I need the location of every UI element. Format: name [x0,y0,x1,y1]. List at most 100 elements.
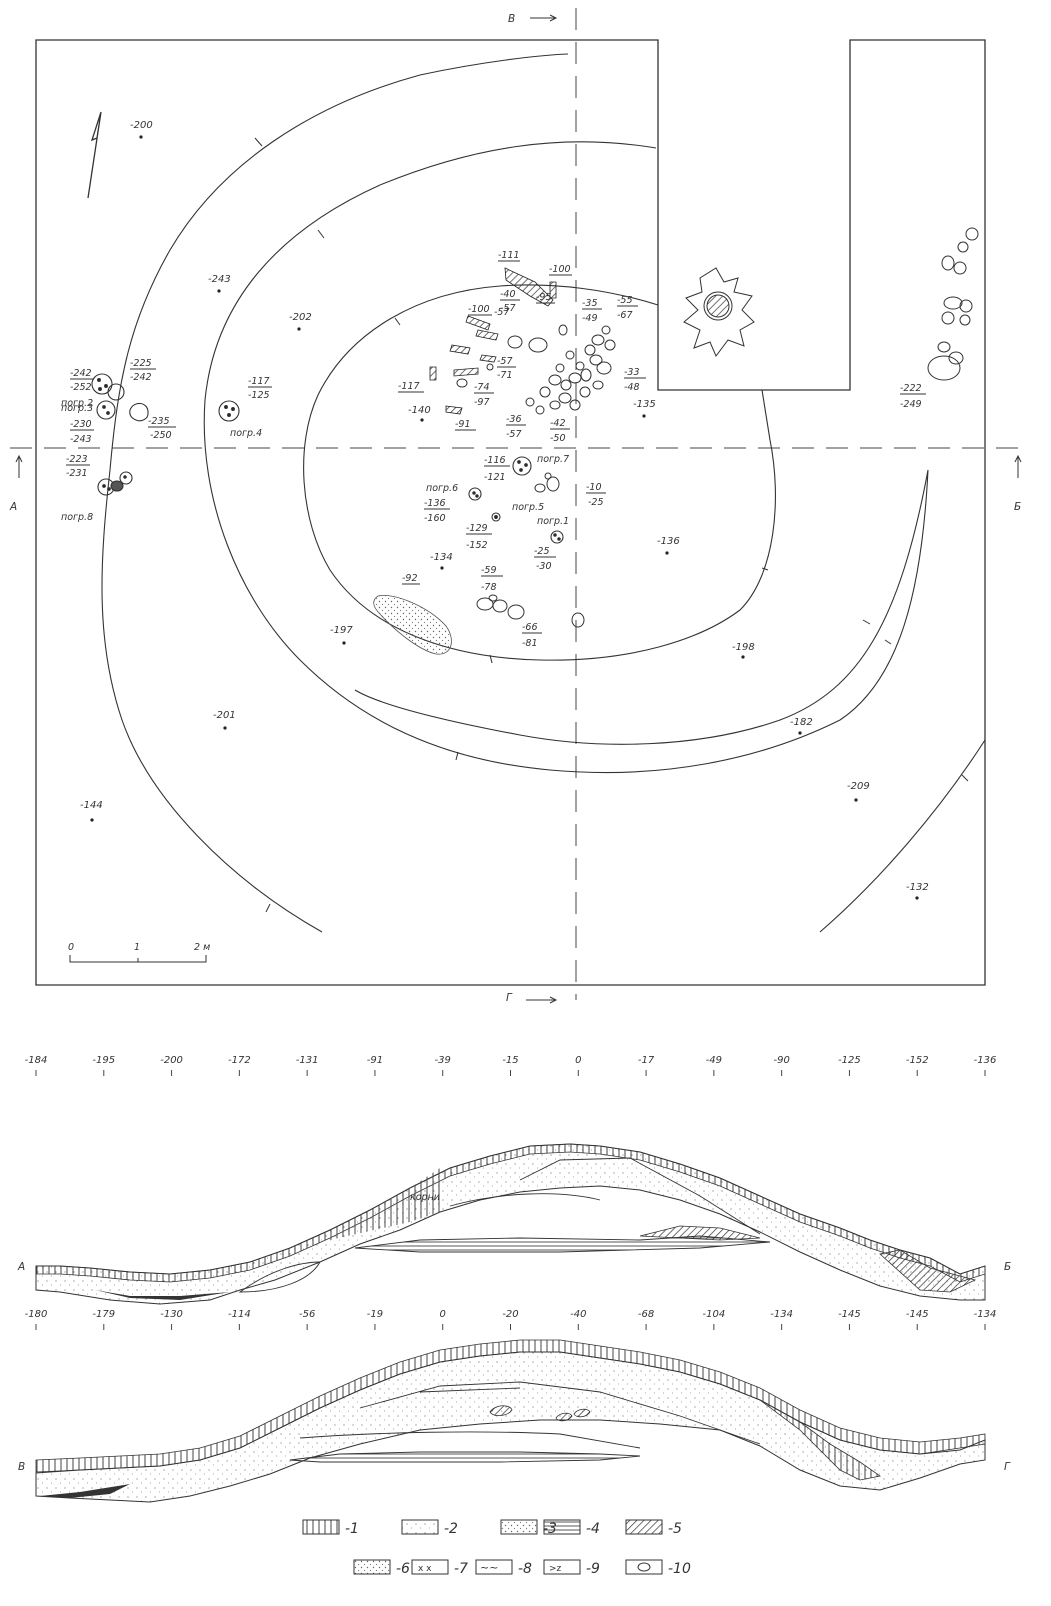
section-tick-label: -104 [703,1309,726,1320]
svg-text:-91: -91 [455,419,471,430]
section-ab-left-dark [95,1290,230,1300]
section-tick-label: -68 [638,1309,654,1320]
label-pair: -225-242 [130,358,156,383]
svg-text:-100: -100 [468,304,490,315]
svg-text:-57: -57 [497,356,513,367]
svg-text:-116: -116 [484,455,506,466]
section-vg-turf [35,1339,986,1473]
section-ab-right-label: Б [1004,1261,1011,1273]
legend-item-10: -10 [625,1559,691,1577]
svg-text:-50: -50 [550,433,566,444]
section-mark-right: Б [1014,501,1021,513]
legend-item-7: x x-7 [411,1559,468,1577]
svg-text:-243: -243 [208,274,231,285]
svg-text:-30: -30 [536,561,552,572]
section-vg-left-label: В [18,1461,25,1473]
legend-item-5: -5 [625,1519,682,1537]
label-pair: -111 [498,250,520,262]
section-tick-label: 0 [440,1309,446,1320]
svg-text:-10: -10 [668,1561,691,1577]
section-tick-label: -134 [974,1309,997,1320]
legend-item-1: -1 [302,1519,359,1537]
label-pair: -129-152 [466,523,492,551]
section-vg-right-pit [759,1399,881,1481]
svg-text:-49: -49 [582,313,598,324]
svg-text:-136: -136 [424,498,446,509]
label-pair: -242-252 [70,368,94,393]
label-pair: -92 [402,573,420,585]
section-vg-fill [35,1351,986,1503]
svg-text:погр.6: погр.6 [426,483,458,494]
svg-text:-250: -250 [150,430,172,441]
mound-inner-contour [303,284,776,661]
section-vg-lines [299,1381,761,1449]
svg-text:-182: -182 [790,717,813,728]
svg-text:-197: -197 [330,625,353,636]
svg-text:-209: -209 [847,781,870,792]
svg-text:-223: -223 [66,454,88,465]
section-vg-dark-layer [289,1451,641,1463]
label-pair: -223-231 [66,454,90,479]
label-pair: -222-249 [900,383,926,410]
contour-ticks [254,137,969,913]
svg-text:-152: -152 [466,540,488,551]
svg-text:2 м: 2 м [194,942,210,953]
section-tick-label: -91 [367,1055,383,1066]
section-tick-label: -130 [160,1309,183,1320]
section-tick-label: -184 [25,1055,48,1066]
svg-text:-200: -200 [130,120,153,131]
svg-text:-6: -6 [396,1561,410,1577]
legend: -1 -2 -3 -4 -5 -6 x x-7 ~~-8 >z-9 -10 [302,1519,691,1577]
pit-center [706,294,730,318]
section-tick-label: -114 [228,1309,251,1320]
svg-text:погр.8: погр.8 [61,512,93,523]
label-pair: -25-30 [534,546,556,572]
svg-text:-71: -71 [497,370,513,381]
mound-middle-contour [203,141,929,774]
section-ab-inner-line [238,1157,761,1293]
svg-text:-230: -230 [70,419,92,430]
section-tick-label: -200 [160,1055,183,1066]
mound-outer-contour [101,53,569,933]
svg-text:-57: -57 [494,307,510,318]
section-vg-left-dark [40,1484,130,1498]
section-mark-top: В [508,13,515,25]
label-pair: -36-57 [506,414,526,440]
label-pair: -95 [536,292,555,304]
svg-text:-97: -97 [474,397,490,408]
arrow-up-icon [15,454,23,478]
svg-text:-111: -111 [498,250,520,261]
svg-text:-59: -59 [481,565,497,576]
svg-text:-25: -25 [534,546,550,557]
label-pair: -235-250 [148,416,176,441]
label-pair: -230-243 [70,419,94,445]
section-tick-label: -195 [92,1055,115,1066]
svg-text:1: 1 [134,942,140,953]
section-tick-label: -152 [906,1055,929,1066]
svg-text:-57: -57 [500,303,516,314]
svg-text:-140: -140 [408,405,431,416]
svg-text:-135: -135 [633,399,656,410]
label-pair: -74-97 [474,382,494,408]
section-tick-label: -49 [706,1055,722,1066]
section-tick-label: -39 [435,1055,451,1066]
svg-text:-8: -8 [518,1561,532,1577]
svg-text:-4: -4 [586,1521,600,1537]
svg-text:погр.1: погр.1 [537,516,569,527]
arrow-up-icon [1014,454,1022,478]
legend-item-2: -2 [401,1519,458,1537]
section-tick-label: -172 [228,1055,251,1066]
svg-text:-7: -7 [454,1561,468,1577]
section-tick-label: -136 [974,1055,997,1066]
section-tick-label: -90 [773,1055,789,1066]
section-mark-left: А [9,501,17,513]
svg-text:погр.7: погр.7 [537,454,569,465]
svg-text:-198: -198 [732,642,755,653]
site-plan: В Г А Б -200 -243 [9,8,1030,1004]
label-pair: -100 -57 [468,304,510,318]
svg-text:-36: -36 [506,414,522,425]
svg-text:-74: -74 [474,382,490,393]
